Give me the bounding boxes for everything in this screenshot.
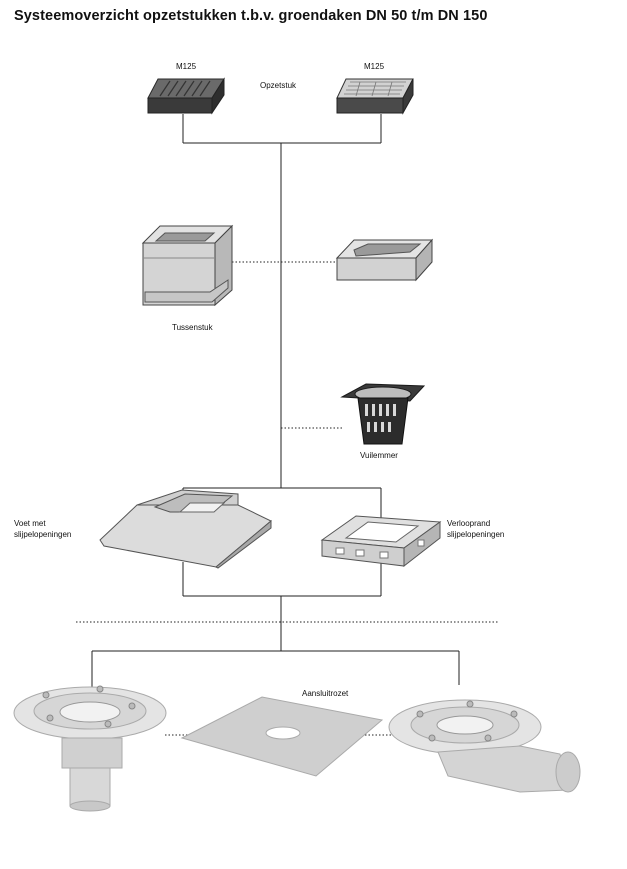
grate-left-label: M125 xyxy=(176,62,197,71)
page-title: Systeemoverzicht opzetstukken t.b.v. gro… xyxy=(14,8,488,24)
verlooprand-label-line1: Verlooprand xyxy=(447,519,491,528)
voet-label-line1: Voet met xyxy=(14,519,46,528)
verlooprand-label: Verlooprand slijpelopeningen xyxy=(447,518,504,540)
tussenstuk-flat-image xyxy=(335,238,434,282)
dotted-connectors xyxy=(76,261,498,736)
voet-image xyxy=(99,489,272,569)
grate-left-image xyxy=(147,77,225,115)
tussenstuk-label: Tussenstuk xyxy=(172,323,213,332)
grate-right-label: M125 xyxy=(364,62,385,71)
vuilemmer-image xyxy=(340,383,426,445)
aansluitrozet-image xyxy=(180,696,384,777)
voet-label-line2: slijpelopeningen xyxy=(14,530,72,539)
drain-left-image xyxy=(13,685,167,812)
drain-right-image xyxy=(388,699,581,793)
verlooprand-label-line2: slijpelopeningen xyxy=(447,530,505,539)
voet-label: Voet met slijpelopeningen xyxy=(14,518,71,540)
tussenstuk-tall-image xyxy=(141,224,234,307)
grate-right-image xyxy=(336,78,414,115)
verlooprand-image xyxy=(320,515,442,568)
aansluitrozet-label: Aansluitrozet xyxy=(302,689,349,698)
vuilemmer-label: Vuilemmer xyxy=(360,451,398,460)
opzetstuk-label: Opzetstuk xyxy=(260,81,297,90)
connector-lines xyxy=(91,114,460,690)
